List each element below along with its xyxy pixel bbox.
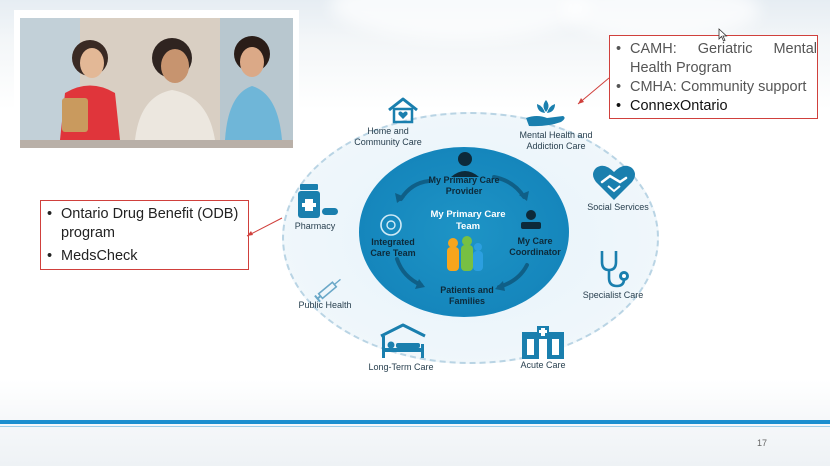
right-callout-connector	[577, 77, 610, 105]
medicine-bottle-icon	[298, 184, 338, 218]
left-callout-connector	[246, 217, 283, 237]
coordinator-label: My Care Coordinator	[509, 236, 561, 257]
callout-item-text: ConnexOntario	[630, 98, 728, 114]
left-connector-arrowhead	[247, 231, 253, 236]
page-number: 17	[757, 438, 768, 448]
slide-footer-bar	[0, 420, 830, 424]
right-connector-arrowhead	[578, 98, 584, 104]
public-health-label: Public Health	[298, 300, 352, 310]
callout-item: ConnexOntario	[610, 97, 817, 116]
cycle-arrow	[395, 257, 423, 287]
pharmacy-label: Pharmacy	[294, 221, 336, 231]
photo-illustration	[20, 18, 293, 140]
photo-bottom-strip	[20, 140, 293, 148]
team-circle-icon	[380, 214, 402, 236]
stethoscope-icon	[600, 251, 629, 288]
center-title: My Primary Care Team	[430, 209, 506, 232]
callout-item: CMHA: Community support	[610, 78, 817, 97]
coordinator-icon	[521, 210, 541, 229]
callout-item: CAMH: Geriatric Mental Health Program	[610, 40, 817, 78]
long-term-care-label: Long-Term Care	[368, 362, 434, 372]
social-services-label: Social Services	[587, 202, 649, 212]
caregivers-photo	[14, 10, 299, 150]
doctor-icon	[451, 152, 479, 177]
callout-item-text: MedsCheck	[61, 248, 138, 264]
mouse-cursor-icon	[718, 28, 728, 42]
cycle-arrowhead	[519, 191, 529, 201]
patients-families-label: Patients and Families	[440, 285, 494, 306]
provider-label: My Primary Care Provider	[428, 175, 500, 196]
cycle-arrowhead	[415, 279, 425, 289]
pharmacy-resources-callout: Ontario Drug Benefit (ODB) program MedsC…	[40, 200, 249, 270]
house-heart-icon	[388, 97, 418, 124]
handshake-heart-icon	[593, 165, 635, 200]
mental-health-care-label: Mental Health and Addiction Care	[519, 130, 593, 151]
photo-image	[20, 18, 293, 140]
lotus-hand-icon	[526, 100, 565, 127]
family-icon	[447, 236, 483, 271]
syringe-icon	[314, 278, 341, 303]
specialist-care-label: Specialist Care	[582, 290, 644, 300]
cycle-arrowhead	[495, 281, 505, 291]
callout-item: MedsCheck	[41, 247, 248, 266]
callout-item: Ontario Drug Benefit (ODB) program	[41, 205, 248, 243]
callout-item-text: CMHA: Community support	[630, 79, 807, 95]
callout-item-text: Ontario Drug Benefit (ODB) program	[61, 206, 239, 241]
mental-health-resources-callout: CAMH: Geriatric Mental Health Program CM…	[609, 35, 818, 119]
cycle-arrowhead	[395, 193, 405, 203]
inner-cycle-arrows	[380, 152, 541, 291]
hospital-icon	[522, 326, 564, 359]
integrated-team-label: Integrated Care Team	[370, 237, 416, 258]
hospital-bed-icon	[380, 323, 426, 358]
acute-care-label: Acute Care	[520, 360, 566, 370]
callout-item-text: CAMH: Geriatric Mental Health Program	[630, 41, 817, 76]
slide-footer-line	[0, 426, 830, 427]
home-community-care-label: Home and Community Care	[354, 126, 422, 147]
